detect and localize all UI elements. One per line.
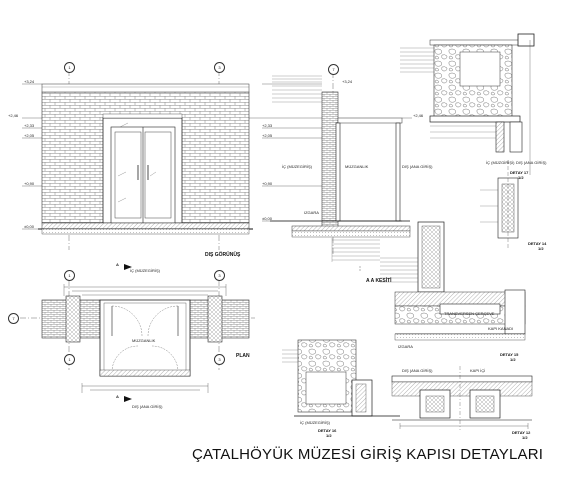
section-label-inside: İÇ (MÜZEGİRİŞ) <box>282 164 312 169</box>
plan-label-outside: DIŞ (ANA GİRİŞ) <box>132 404 163 409</box>
plan-label-vestibule: MÜZGANLIK <box>132 338 156 343</box>
detail-12-door-label: KAPI İÇİ <box>470 368 486 373</box>
detail-17-view <box>400 33 535 175</box>
elevation-level-6: ±0,00 <box>24 224 34 229</box>
detail-12-scale: 1/2 <box>522 435 528 440</box>
detail-16-name: DETAY 16 <box>318 428 337 433</box>
detail-12-name: DETAY 12 <box>512 430 531 435</box>
elevation-level-2: +2,46 <box>8 113 19 118</box>
section-marker-top: A <box>116 262 119 267</box>
elevation-level-4: +2,05 <box>24 133 35 138</box>
detail-17-outside-label: DIŞ (ANA GİRİŞ) <box>516 160 547 165</box>
elevation-level-5: +0,90 <box>24 181 35 186</box>
grid-bubble-1: 1 <box>64 62 75 73</box>
section-title: A A KESİTİ <box>366 278 392 284</box>
plan-bubble-1-bottom: 1 <box>64 354 75 365</box>
detail-16-view <box>282 339 400 417</box>
elevation-level-3: +2,33 <box>24 123 35 128</box>
detail-15-leaf-label: KAPI KANADI <box>488 326 514 331</box>
section-label-vestibule: MÜZGANLIK <box>345 164 369 169</box>
section-bubble-7: 7 <box>328 64 339 75</box>
section-level-5: +0,90 <box>262 181 273 186</box>
section-marker-bottom: A <box>116 394 119 399</box>
plan-bubble-7: 7 <box>8 313 19 324</box>
detail-15-name: DETAY 15 <box>500 352 519 357</box>
detail-15-view <box>380 221 526 341</box>
section-level-4: +2,05 <box>262 133 273 138</box>
plan-label-inside: İÇ (MÜZEGİRİŞ) <box>130 268 160 273</box>
detail-15-scale: 1/2 <box>510 357 516 362</box>
section-level-2: +2,46 <box>413 113 424 118</box>
detail-17-inside-label: İÇ (MÜZGİRİŞİ) <box>486 160 515 165</box>
elevation-level-1: +3,24 <box>24 79 35 84</box>
section-aa-view <box>262 72 412 272</box>
section-level-3: +2,33 <box>262 123 273 128</box>
plan-view <box>20 264 255 402</box>
detail-14-view <box>480 160 519 250</box>
section-label-outside: DIŞ (ANA GİRİŞ) <box>402 164 433 169</box>
grid-bubble-3: 3 <box>214 62 225 73</box>
section-level-6: ±0,00 <box>262 216 272 221</box>
detail-12-view <box>391 366 533 430</box>
detail-15-grating-label: IZGARA <box>398 344 413 349</box>
sheet-title: ÇATALHÖYÜK MÜZESİ GİRİŞ KAPISI DETAYLARI <box>192 446 544 463</box>
detail-16-scale: 1/2 <box>326 433 332 438</box>
detail-12-outside-label: DIŞ (ANA GİRİŞ) <box>402 368 433 373</box>
detail-17-name: DETAY 17 <box>510 170 529 175</box>
elevation-title: DIŞ GÖRÜNÜŞ <box>205 252 241 258</box>
detail-15-frame-label: TRANSVERSEN ÇERÇEVE <box>444 311 495 316</box>
plan-bubble-3-bottom: 3 <box>214 354 225 365</box>
section-level-1: +3,24 <box>342 79 353 84</box>
detail-17-scale: 1/2 <box>518 175 524 180</box>
section-label-grating: IZGARA <box>304 210 319 215</box>
detail-16-inside-label: İÇ (MÜZEGİRİŞ) <box>300 420 330 425</box>
plan-title: PLAN <box>236 353 250 359</box>
plan-bubble-3: 3 <box>214 270 225 281</box>
elevation-view <box>22 70 262 250</box>
detail-14-name: DETAY 14 <box>528 241 547 246</box>
detail-14-scale: 1/2 <box>538 246 544 251</box>
plan-bubble-1: 1 <box>64 270 75 281</box>
